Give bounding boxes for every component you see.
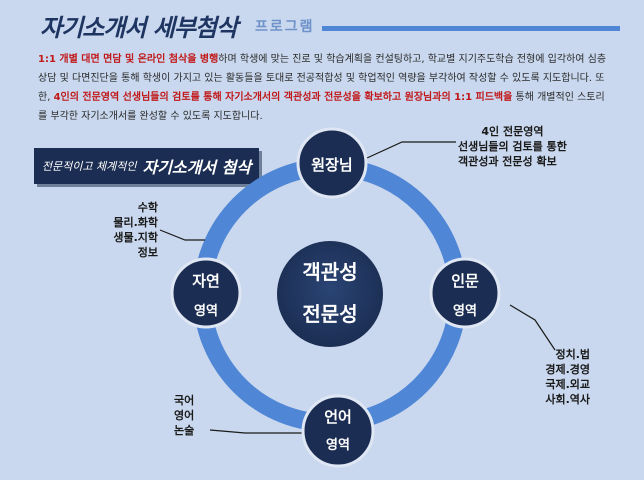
note-right-line: 정치.법	[555, 348, 590, 361]
note-right-line: 국제.외교	[545, 378, 590, 391]
note-left-line: 수학	[137, 201, 158, 214]
node-top-label: 원장님	[311, 156, 353, 174]
note-top-line: 선생님들의 검토를 통한	[458, 140, 567, 153]
note-left: 수학 물리.화학 생물.지학 정보	[96, 200, 158, 260]
node-left-circle	[170, 257, 242, 329]
note-bottom-line: 논술	[174, 424, 195, 437]
description-highlight-1: 1:1 개별 대면 면담 및 온라인 첨삭을 병행	[38, 54, 219, 65]
callout-line-left	[159, 229, 205, 241]
node-right-line-1: 인문	[451, 272, 479, 290]
description-text-1: 하며 학생에 맞는 진로 및 학습계획을 컨설팅하고, 학교별 지기주도학습 전…	[38, 54, 607, 103]
banner-small-text: 전문적이고 체계적인	[41, 160, 137, 173]
note-bottom-line: 영어	[174, 409, 195, 422]
program-description: 1:1 개별 대면 면담 및 온라인 첨삭을 병행하며 학생에 맞는 진로 및 …	[38, 50, 613, 126]
note-right: 정치.법 경제.경영 국제.외교 사회.역사	[530, 347, 590, 407]
description-highlight-2: 4인의 전문영역 선생님들의 검토를 통해 자기소개서의 객관성과 전문성을 확…	[53, 92, 513, 103]
node-bottom-line-2: 영역	[326, 438, 350, 453]
center-line-2: 전문성	[302, 302, 358, 326]
note-right-line: 사회.역사	[545, 393, 590, 406]
node-right-circle	[429, 257, 501, 329]
callout-line-top	[366, 141, 456, 159]
note-left-line: 정보	[137, 246, 158, 259]
callout-line-right	[509, 304, 556, 351]
node-bottom-line-1: 언어	[324, 408, 352, 426]
page-subtitle: 프로그램	[255, 19, 315, 35]
note-left-line: 물리.화학	[113, 216, 158, 229]
banner-big-text: 자기소개서 첨삭	[142, 158, 252, 177]
note-left-line: 생물.지학	[113, 231, 158, 244]
title-underline-bar	[322, 26, 620, 31]
center-line-1: 객관성	[302, 260, 358, 284]
section-banner: 전문적이고 체계적인 자기소개서 첨삭	[34, 148, 259, 184]
note-bottom-line: 국어	[174, 394, 195, 407]
note-bottom: 국어 영어 논술	[174, 393, 194, 438]
page-title: 자기소개서 세부첨삭	[40, 14, 238, 42]
callout-line-bottom	[209, 429, 315, 434]
note-top: 4인 전문영역 선생님들의 검토를 통한 객관성과 전문성 확보	[458, 124, 567, 169]
note-right-line: 경제.경영	[545, 363, 590, 376]
description-text-2: 통해 개별적인 스토리를 부각한 자기소개서를 완성할 수 있도록 지도합니다.	[38, 92, 605, 122]
node-bottom-circle	[301, 394, 375, 468]
node-left-line-2: 영역	[194, 304, 218, 319]
note-top-line: 객관성과 전문성 확보	[458, 155, 557, 168]
node-left-line-1: 자연	[192, 272, 220, 290]
node-top-circle	[296, 127, 368, 199]
center-circle	[277, 241, 383, 347]
note-top-line: 4인 전문영역	[481, 125, 544, 138]
node-right-line-2: 영역	[453, 304, 477, 319]
